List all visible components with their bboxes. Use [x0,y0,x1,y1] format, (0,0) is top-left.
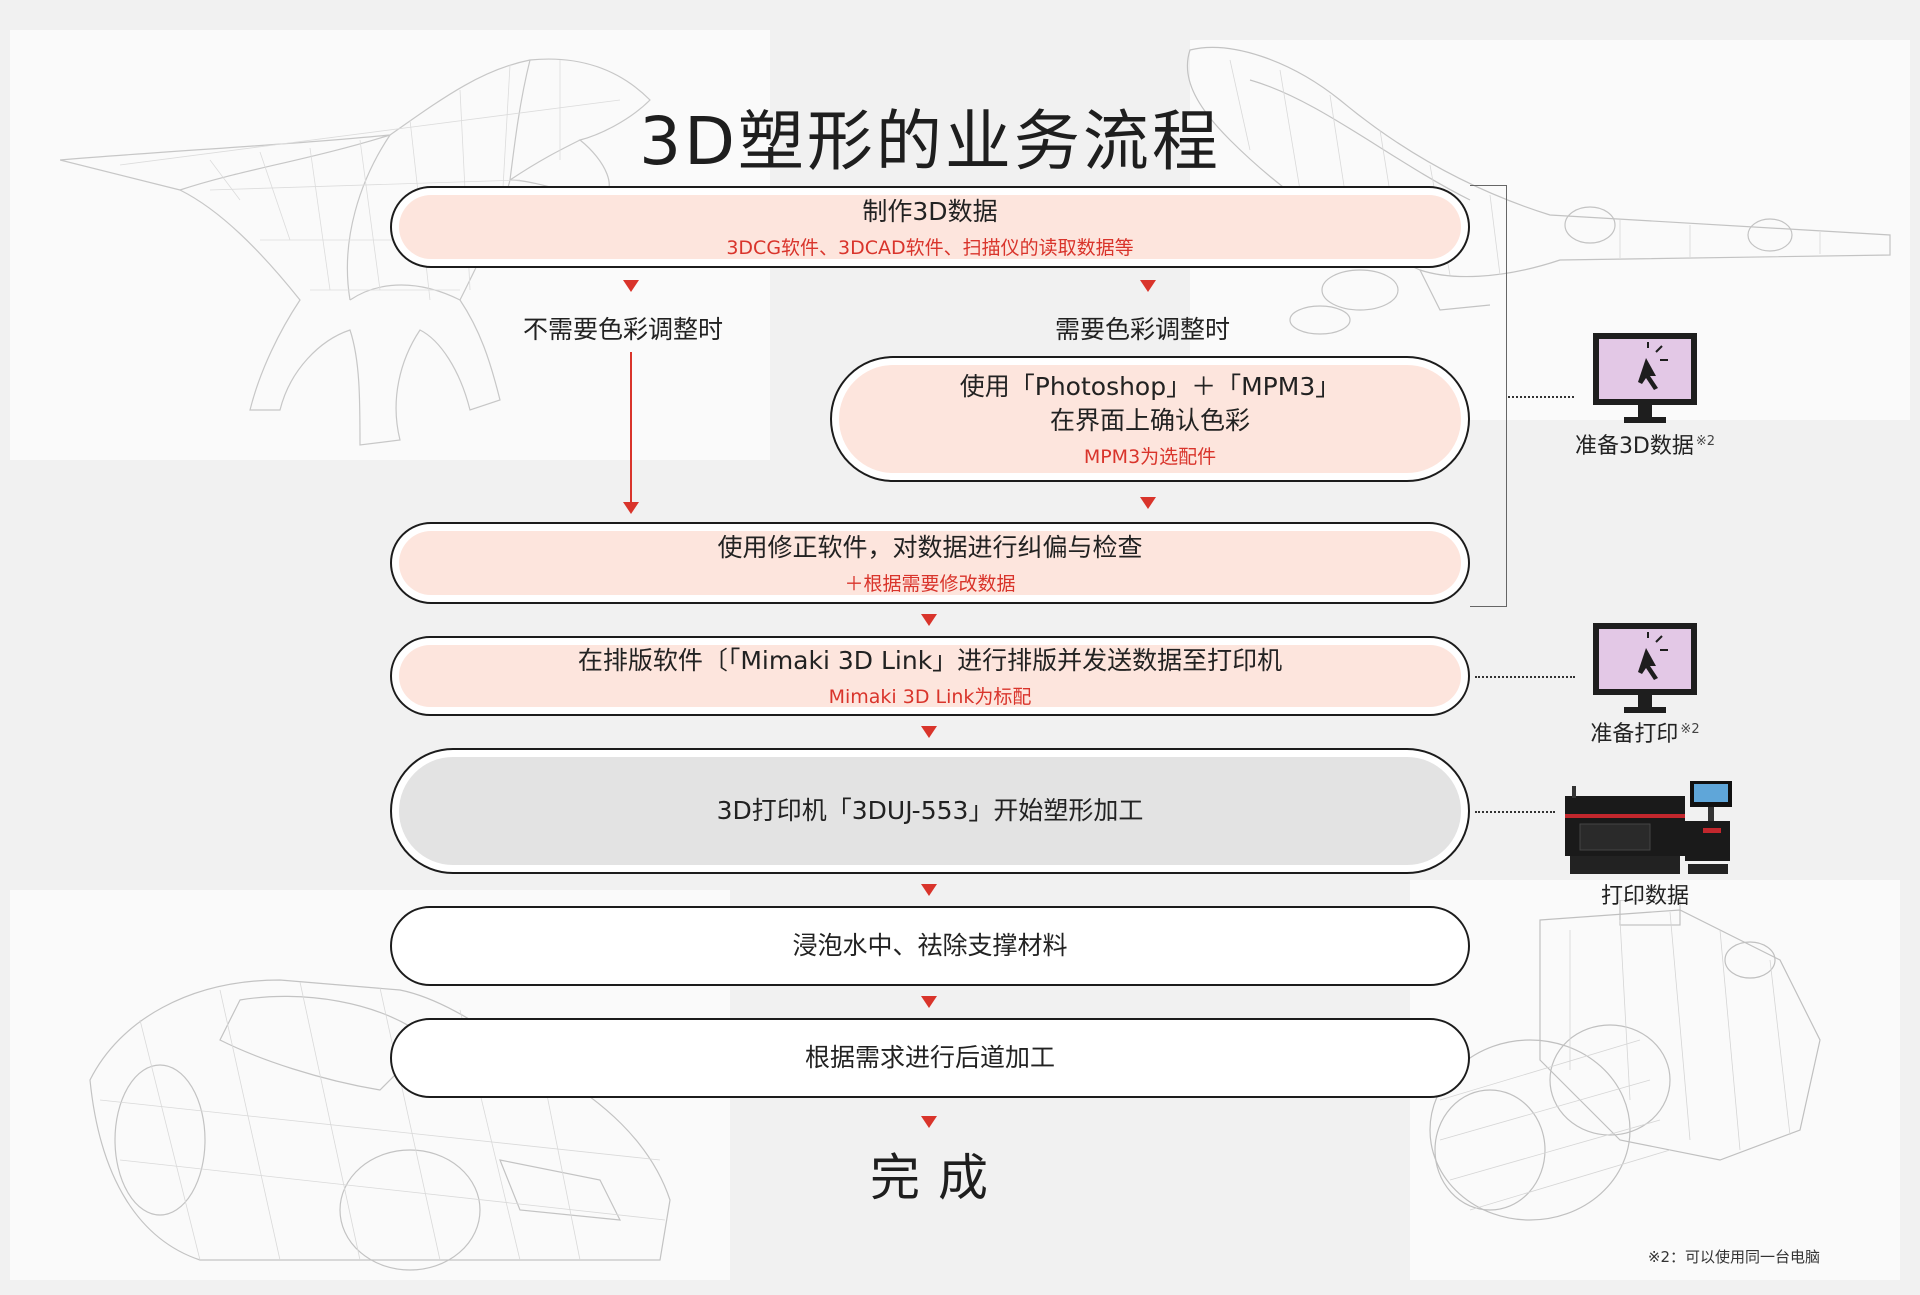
monitor-cursor-icon [1590,330,1700,430]
connector-dotted [1475,811,1555,813]
step-fix-subtitle: ＋根据需要修改数据 [844,569,1015,596]
arrow-down-icon [623,502,639,514]
step-create-3d-data: 制作3D数据 3DCG软件、3DCAD软件、扫描仪的读取数据等 [390,186,1470,268]
step-fix-title: 使用修正软件，对数据进行纠偏与检查 [717,531,1142,565]
connector-dotted [1508,396,1574,398]
step-layout-send: 在排版软件〔「Mimaki 3D Link」进行排版并发送数据至打印机 Mima… [390,636,1470,716]
arrow-down-icon [921,1116,937,1128]
arrow-down-icon [1140,280,1156,292]
connector-dotted [1475,676,1575,678]
prep-3d-label: 准备3D数据※2 [1560,428,1730,460]
print-data-label: 打印数据 [1560,878,1730,910]
prep-3d-note: ※2 [1696,434,1715,449]
prep-print-text: 准备打印 [1590,722,1678,747]
bypass-line [630,352,632,502]
branch-color-adjust: 需要色彩调整时 [1055,310,1230,346]
arrow-down-icon [921,614,937,626]
step-post-title: 根据需求进行后道加工 [805,1041,1055,1075]
page-title: 3D塑形的业务流程 [0,88,1860,184]
step-soak: 浸泡水中、祛除支撑材料 [390,906,1470,986]
step-create-title: 制作3D数据 [862,195,997,229]
prep-print-label: 准备打印※2 [1560,716,1730,748]
step-color-subtitle: MPM3为选配件 [1084,442,1216,469]
arrow-down-icon [921,726,937,738]
arrow-down-icon [1140,497,1156,509]
step-create-subtitle: 3DCG软件、3DCAD软件、扫描仪的读取数据等 [726,233,1133,260]
arrow-down-icon [623,280,639,292]
prep-3d-bracket [1470,185,1507,607]
3d-printer-icon [1560,766,1740,876]
step-layout-title: 在排版软件〔「Mimaki 3D Link」进行排版并发送数据至打印机 [578,644,1282,678]
monitor-cursor-icon [1590,620,1700,720]
step-print-title: 3D打印机「3DUJ-553」开始塑形加工 [717,794,1144,828]
branch-no-color-adjust: 不需要色彩调整时 [523,310,723,346]
car-wireframe [80,960,680,1280]
step-color-line2: 在界面上确认色彩 [1050,404,1250,438]
camera-wireframe [1420,900,1850,1230]
step-post-process: 根据需求进行后道加工 [390,1018,1470,1098]
step-color-check: 使用「Photoshop」＋「MPM3」 在界面上确认色彩 MPM3为选配件 [830,356,1470,482]
step-print: 3D打印机「3DUJ-553」开始塑形加工 [390,748,1470,874]
arrow-down-icon [921,996,937,1008]
step-layout-subtitle: Mimaki 3D Link为标配 [829,682,1032,709]
step-soak-title: 浸泡水中、祛除支撑材料 [792,929,1067,963]
footnote: ※2：可以使用同一台电脑 [1648,1246,1820,1267]
step-color-line1: 使用「Photoshop」＋「MPM3」 [960,370,1340,404]
prep-print-note: ※2 [1680,722,1699,737]
prep-3d-text: 准备3D数据 [1575,434,1694,459]
step-fix-data: 使用修正软件，对数据进行纠偏与检查 ＋根据需要修改数据 [390,522,1470,604]
arrow-down-icon [921,884,937,896]
done-label: 完成 [870,1138,1006,1210]
